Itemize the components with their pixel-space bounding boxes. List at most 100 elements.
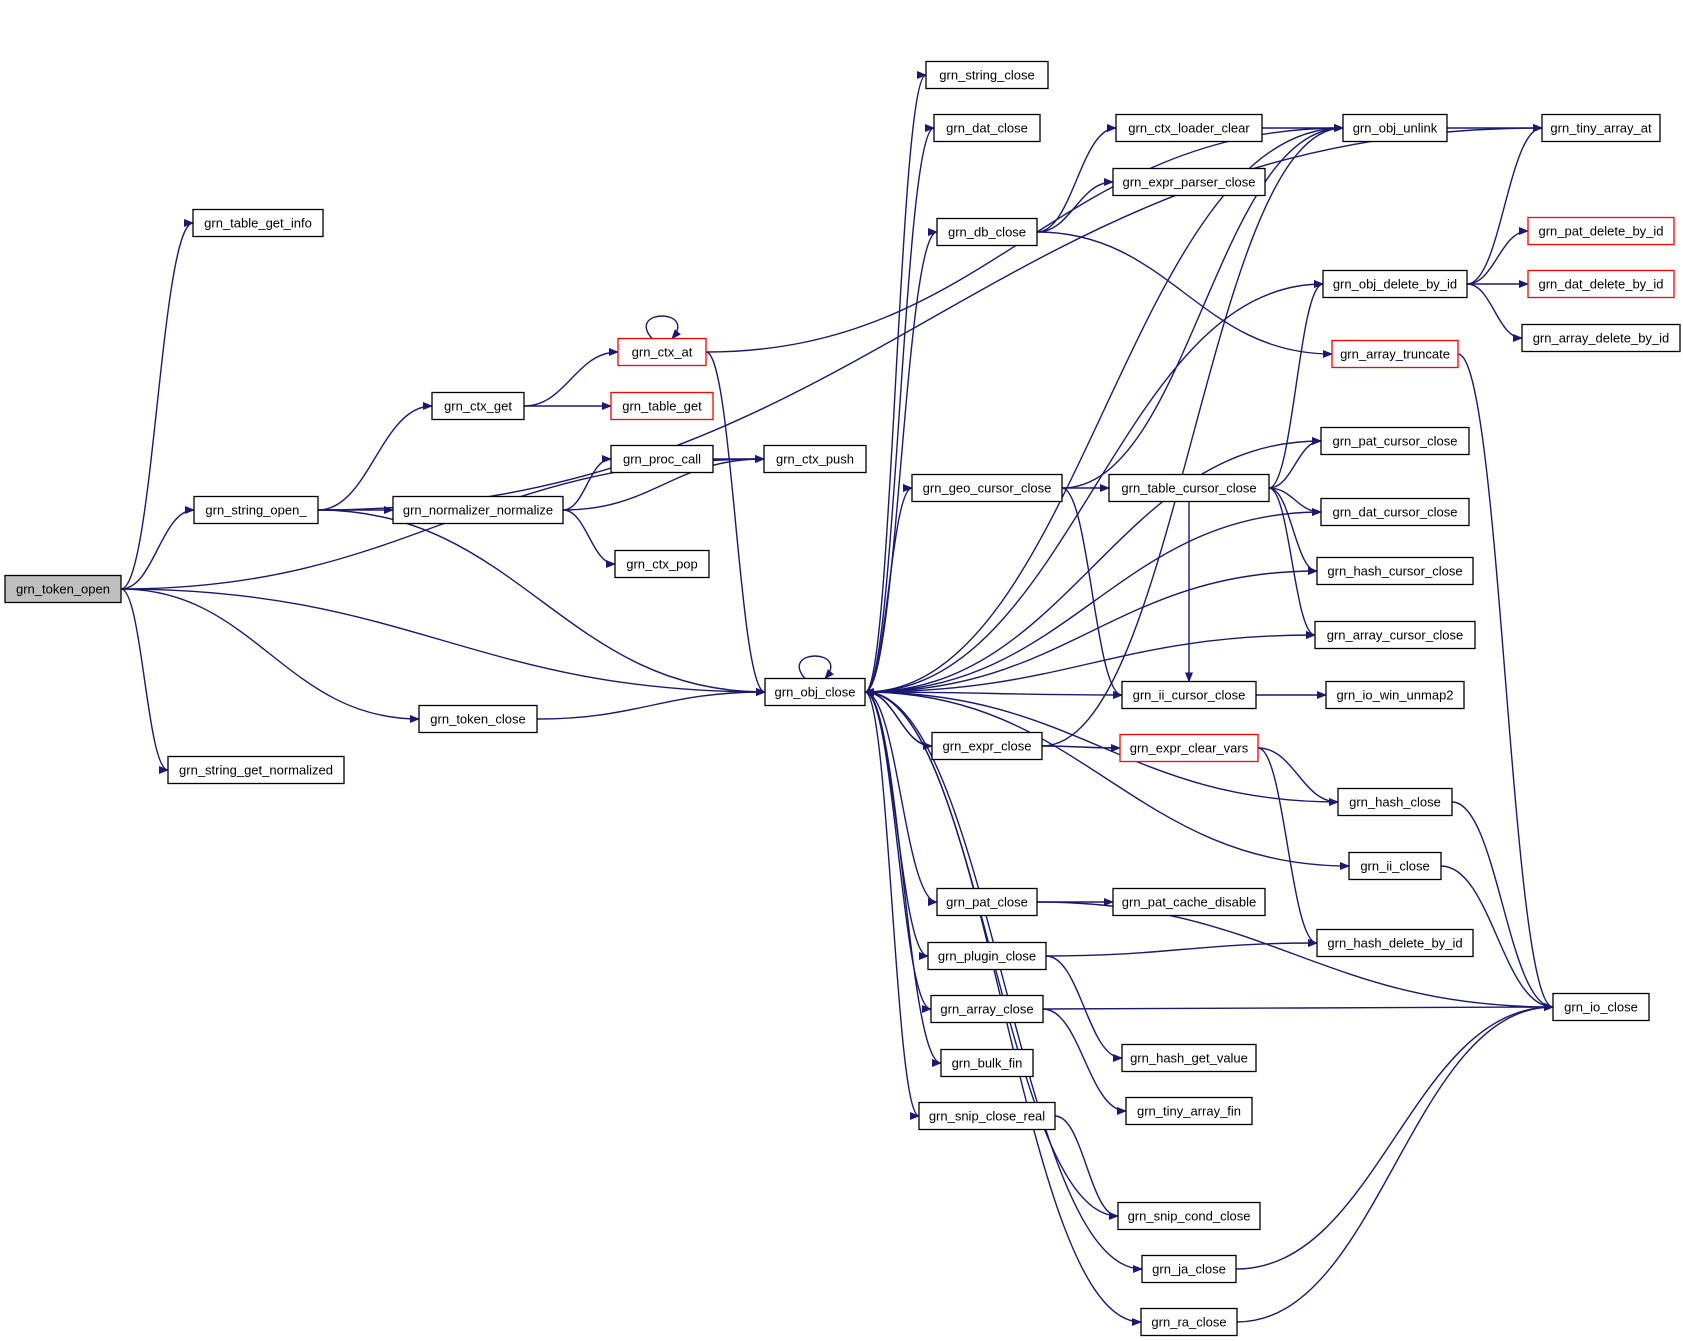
node-box <box>925 60 1049 90</box>
node-grn_obj_delete_by_id[interactable]: grn_obj_delete_by_id <box>1322 269 1468 299</box>
node-box <box>927 941 1047 971</box>
node-grn_ii_close[interactable]: grn_ii_close <box>1348 851 1442 881</box>
node-grn_tiny_array_at[interactable]: grn_tiny_array_at <box>1541 113 1661 143</box>
node-label: grn_ctx_loader_clear <box>1128 121 1250 136</box>
node-label: grn_array_cursor_close <box>1327 628 1464 643</box>
node-box <box>610 444 714 474</box>
node-grn_hash_close[interactable]: grn_hash_close <box>1337 787 1453 817</box>
node-grn_tiny_array_fin[interactable]: grn_tiny_array_fin <box>1125 1096 1253 1126</box>
node-grn_ctx_loader_clear[interactable]: grn_ctx_loader_clear <box>1115 113 1263 143</box>
node-box <box>1342 113 1448 143</box>
edge-grn_db_close-to-grn_expr_parser_close <box>1036 178 1114 233</box>
node-grn_snip_cond_close[interactable]: grn_snip_cond_close <box>1117 1201 1261 1231</box>
node-grn_token_close[interactable]: grn_token_close <box>418 704 538 734</box>
node-grn_table_cursor_close[interactable]: grn_table_cursor_close <box>1108 473 1270 503</box>
node-grn_array_cursor_close[interactable]: grn_array_cursor_close <box>1314 620 1476 650</box>
node-box <box>1320 426 1470 456</box>
node-box <box>1521 323 1681 353</box>
node-grn_array_delete_by_id[interactable]: grn_array_delete_by_id <box>1521 323 1681 353</box>
node-box <box>1112 167 1266 197</box>
node-label: grn_ii_cursor_close <box>1133 688 1246 703</box>
edge-grn_obj_close-to-grn_geo_cursor_close <box>864 484 913 693</box>
node-box <box>911 473 1063 503</box>
edge-grn_array_truncate-to-grn_io_close <box>1457 353 1554 1011</box>
edge-grn_plugin_close-to-grn_hash_get_value <box>1045 955 1123 1062</box>
node-grn_ctx_get[interactable]: grn_ctx_get <box>431 391 525 421</box>
node-grn_snip_close_real[interactable]: grn_snip_close_real <box>918 1101 1056 1131</box>
node-box <box>1140 1307 1238 1337</box>
edge-grn_ii_close-to-grn_io_close <box>1440 865 1554 1011</box>
node-grn_geo_cursor_close[interactable]: grn_geo_cursor_close <box>911 473 1063 503</box>
node-grn_plugin_close[interactable]: grn_plugin_close <box>927 941 1047 971</box>
node-grn_proc_call[interactable]: grn_proc_call <box>610 444 714 474</box>
node-grn_string_close[interactable]: grn_string_close <box>925 60 1049 90</box>
node-grn_expr_close[interactable]: grn_expr_close <box>931 731 1043 761</box>
edge-grn_token_open-to-grn_obj_close <box>120 588 766 696</box>
edge-grn_table_cursor_close-to-grn_obj_delete_by_id <box>1268 280 1324 489</box>
node-box <box>1117 1201 1261 1231</box>
node-box <box>4 574 122 604</box>
node-layer: grn_token_open grn_table_get_info grn_stri… <box>4 60 1681 1337</box>
node-grn_ctx_push[interactable]: grn_ctx_push <box>763 444 867 474</box>
node-box <box>931 731 1043 761</box>
node-label: grn_string_get_normalized <box>179 763 333 778</box>
node-label: grn_io_close <box>1564 1000 1638 1015</box>
edge-grn_obj_close-to-grn_db_close <box>864 228 938 693</box>
node-grn_obj_unlink[interactable]: grn_obj_unlink <box>1342 113 1448 143</box>
node-box <box>431 391 525 421</box>
node-grn_db_close[interactable]: grn_db_close <box>936 217 1038 247</box>
edge-grn_db_close-to-grn_ctx_loader_clear <box>1036 124 1117 233</box>
node-box <box>1125 1096 1253 1126</box>
edge-grn_array_close-to-grn_tiny_array_fin <box>1042 1008 1127 1115</box>
node-grn_dat_delete_by_id[interactable]: grn_dat_delete_by_id <box>1527 269 1675 299</box>
node-grn_string_open_[interactable]: grn_string_open_ <box>193 495 319 525</box>
node-grn_table_get_info[interactable]: grn_table_get_info <box>192 208 324 238</box>
edge-grn_token_open-to-grn_string_open_ <box>120 506 195 590</box>
node-grn_hash_cursor_close[interactable]: grn_hash_cursor_close <box>1316 556 1474 586</box>
edge-grn_expr_close-to-grn_expr_clear_vars <box>1041 743 1121 752</box>
node-label: grn_table_get <box>622 399 702 414</box>
node-grn_ra_close[interactable]: grn_ra_close <box>1140 1307 1238 1337</box>
node-grn_dat_cursor_close[interactable]: grn_dat_cursor_close <box>1320 497 1470 527</box>
node-grn_bulk_fin[interactable]: grn_bulk_fin <box>940 1048 1034 1078</box>
node-box <box>1325 680 1465 710</box>
node-label: grn_hash_delete_by_id <box>1327 936 1462 951</box>
node-grn_array_close[interactable]: grn_array_close <box>930 994 1044 1024</box>
node-grn_pat_close[interactable]: grn_pat_close <box>936 887 1038 917</box>
edge-grn_obj_close-to-grn_ja_close <box>864 691 1143 1273</box>
edge-grn_table_cursor_close-to-grn_array_cursor_close <box>1268 487 1316 639</box>
node-grn_table_get[interactable]: grn_table_get <box>610 391 714 421</box>
node-box <box>1141 1254 1237 1284</box>
node-label: grn_ra_close <box>1151 1315 1226 1330</box>
node-grn_pat_delete_by_id[interactable]: grn_pat_delete_by_id <box>1527 216 1675 246</box>
node-grn_string_get_normalized[interactable]: grn_string_get_normalized <box>167 755 345 785</box>
node-grn_ja_close[interactable]: grn_ja_close <box>1141 1254 1237 1284</box>
node-label: grn_obj_unlink <box>1353 121 1438 136</box>
node-grn_hash_delete_by_id[interactable]: grn_hash_delete_by_id <box>1316 928 1474 958</box>
node-grn_ctx_at[interactable]: grn_ctx_at <box>617 337 707 367</box>
node-box <box>192 208 324 238</box>
node-box <box>1348 851 1442 881</box>
node-grn_expr_parser_close[interactable]: grn_expr_parser_close <box>1112 167 1266 197</box>
node-grn_pat_cache_disable[interactable]: grn_pat_cache_disable <box>1112 887 1266 917</box>
node-grn_hash_get_value[interactable]: grn_hash_get_value <box>1121 1043 1257 1073</box>
edge-grn_table_cursor_close-to-grn_dat_cursor_close <box>1268 487 1322 516</box>
node-grn_normalizer_normalize[interactable]: grn_normalizer_normalize <box>392 495 564 525</box>
edge-grn_string_open_-to-grn_tiny_array_at <box>317 124 1543 511</box>
edge-grn_obj_close-to-grn_ii_close <box>864 691 1350 870</box>
edge-grn_obj_delete_by_id-to-grn_pat_delete_by_id <box>1466 227 1529 285</box>
node-grn_io_win_unmap2[interactable]: grn_io_win_unmap2 <box>1325 680 1465 710</box>
node-grn_array_truncate[interactable]: grn_array_truncate <box>1331 339 1459 369</box>
node-grn_obj_close[interactable]: grn_obj_close <box>764 677 866 707</box>
node-label: grn_hash_cursor_close <box>1327 564 1462 579</box>
node-grn_ctx_pop[interactable]: grn_ctx_pop <box>614 549 710 579</box>
edge-grn_hash_close-to-grn_io_close <box>1451 801 1554 1011</box>
edge-grn_obj_close-to-grn_ii_cursor_close <box>864 690 1123 699</box>
node-grn_dat_close[interactable]: grn_dat_close <box>933 113 1041 143</box>
node-grn_ii_cursor_close[interactable]: grn_ii_cursor_close <box>1121 680 1257 710</box>
node-grn_expr_clear_vars[interactable]: grn_expr_clear_vars <box>1119 733 1259 763</box>
node-grn_io_close[interactable]: grn_io_close <box>1552 992 1650 1022</box>
node-grn_pat_cursor_close[interactable]: grn_pat_cursor_close <box>1320 426 1470 456</box>
node-grn_token_open[interactable]: grn_token_open <box>4 574 122 604</box>
edge-grn_obj_close-to-grn_obj_close <box>798 655 834 680</box>
